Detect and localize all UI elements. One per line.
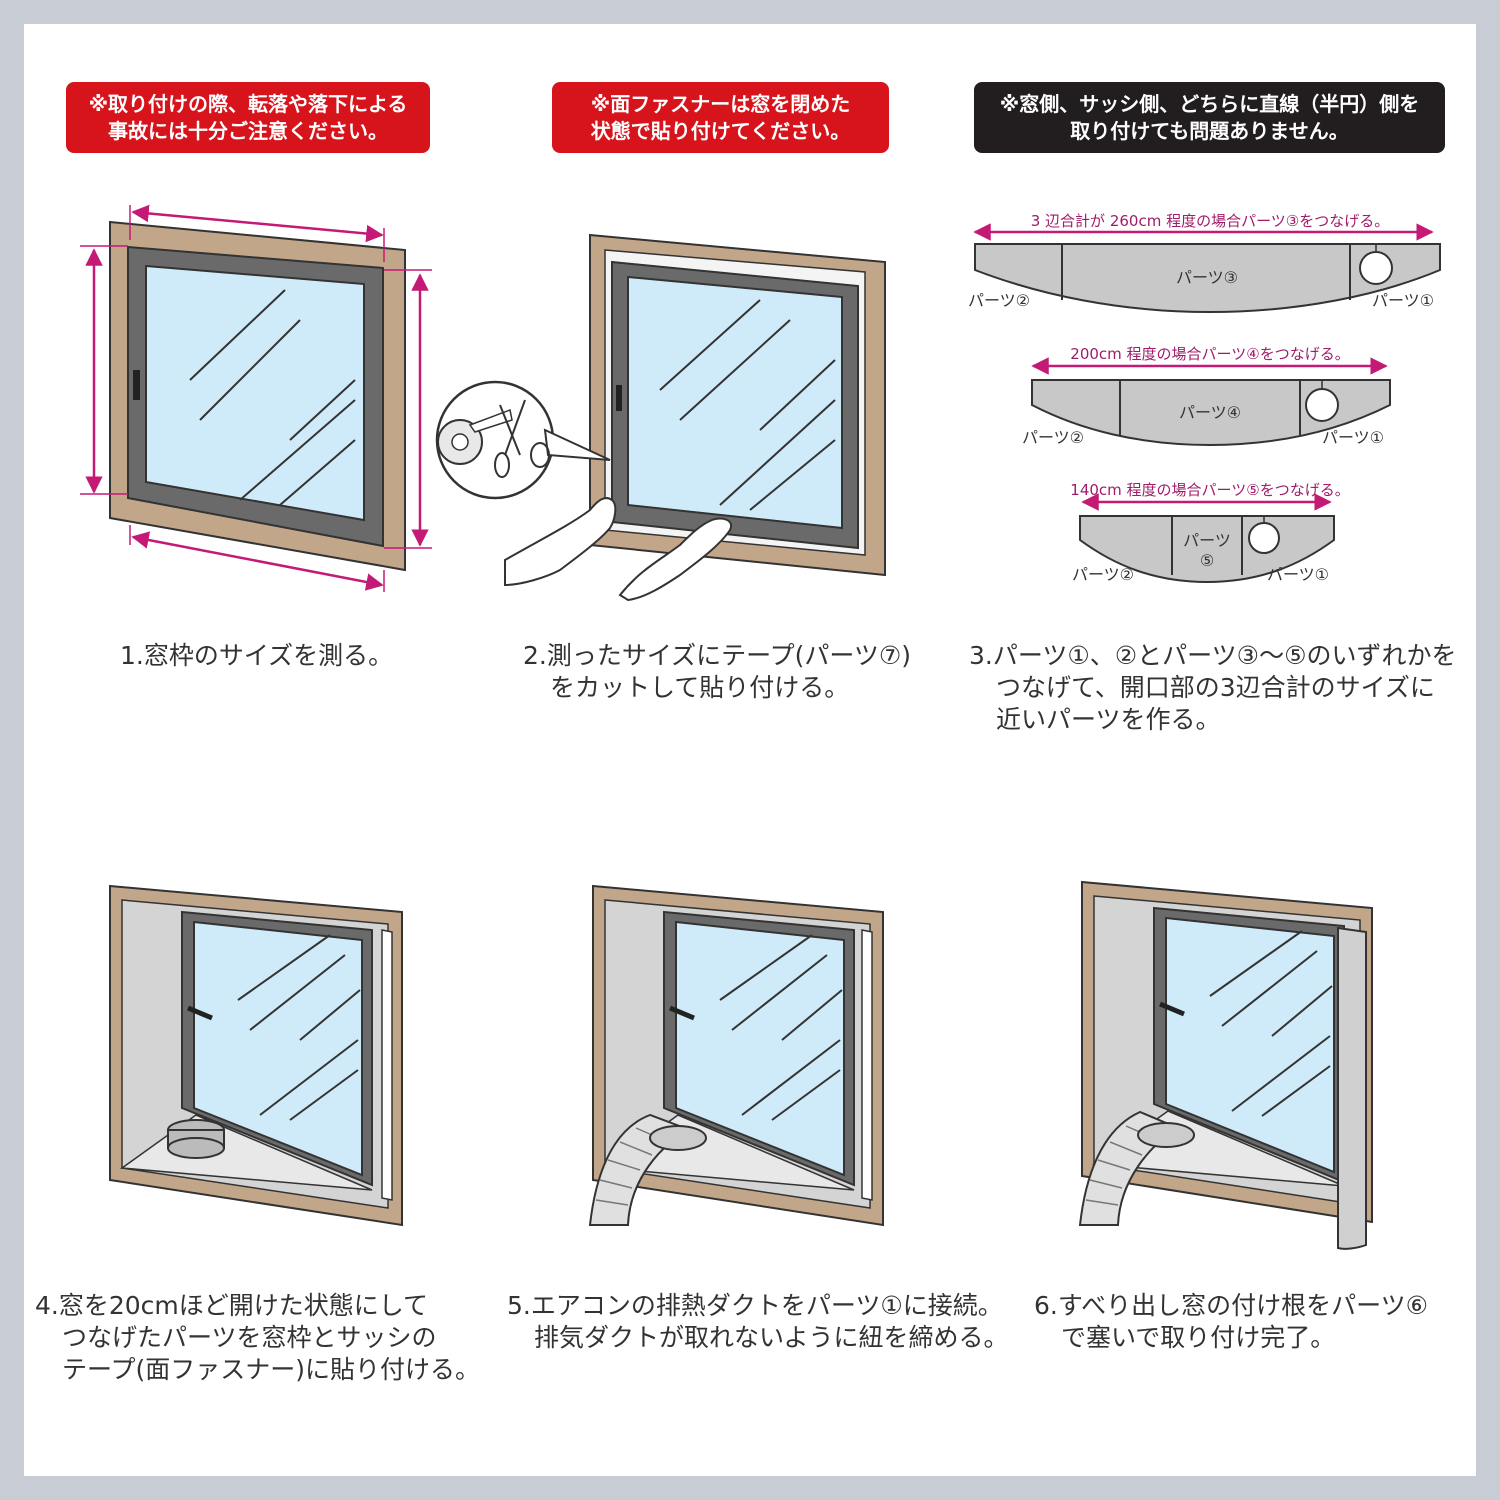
part-row2-caption: 200cm 程度の場合パーツ④をつなげる。 — [1070, 345, 1349, 363]
part-row3-center-line1: パーツ — [1183, 531, 1231, 550]
step-line: テープ(面ファスナー)に貼り付ける。 — [35, 1354, 480, 1386]
step-line: 近いパーツを作る。 — [969, 704, 1457, 736]
step-line: 6.すべり出し窓の付け根をパーツ⑥ — [1034, 1290, 1428, 1322]
step-line: 3.パーツ①、②とパーツ③～⑤のいずれかを — [969, 640, 1457, 672]
step-line: 排気ダクトが取れないように紐を締める。 — [507, 1322, 1009, 1354]
part-row3-right: パーツ① — [1267, 565, 1329, 584]
part-row3-center-line2: ⑤ — [1200, 551, 1214, 570]
window-measure-illustration — [80, 205, 432, 592]
step-line: 2.測ったサイズにテープ(パーツ⑦) — [523, 640, 911, 672]
parts-diagram: 3 辺合計が 260cm 程度の場合パーツ③をつなげる。 パーツ③ パーツ② パ… — [968, 212, 1440, 584]
step-4-caption: 4.窓を20cmほど開けた状態にして つなげたパーツを窓枠とサッシの テープ(面… — [35, 1290, 480, 1386]
installation-complete-illustration — [1080, 882, 1372, 1249]
step-5-caption: 5.エアコンの排熱ダクトをパーツ①に接続。 排気ダクトが取れないように紐を締める… — [507, 1290, 1009, 1354]
step-line: 4.窓を20cmほど開けた状態にして — [35, 1290, 480, 1322]
step-line: で塞いで取り付け完了。 — [1034, 1322, 1428, 1354]
part-row1-right: パーツ① — [1372, 291, 1434, 310]
part-row1-center: パーツ③ — [1176, 268, 1238, 287]
part-row3-caption: 140cm 程度の場合パーツ⑤をつなげる。 — [1070, 481, 1349, 499]
part-row2-center: パーツ④ — [1179, 403, 1241, 422]
part-row2-left: パーツ② — [1022, 428, 1084, 447]
part-row3-left: パーツ② — [1072, 565, 1134, 584]
step-1-caption: 1.窓枠のサイズを測る。 — [120, 640, 393, 672]
step-line: つなげたパーツを窓枠とサッシの — [35, 1322, 480, 1354]
part-row1-caption: 3 辺合計が 260cm 程度の場合パーツ③をつなげる。 — [1031, 212, 1390, 230]
tape-apply-illustration — [437, 235, 885, 600]
step-line: 1.窓枠のサイズを測る。 — [120, 640, 393, 672]
part-row1-left: パーツ② — [968, 291, 1030, 310]
part-row2-right: パーツ① — [1322, 428, 1384, 447]
duct-connect-illustration — [590, 886, 883, 1225]
step-6-caption: 6.すべり出し窓の付け根をパーツ⑥ で塞いで取り付け完了。 — [1034, 1290, 1428, 1354]
step-2-caption: 2.測ったサイズにテープ(パーツ⑦) をカットして貼り付ける。 — [523, 640, 911, 704]
step-line: 5.エアコンの排熱ダクトをパーツ①に接続。 — [507, 1290, 1009, 1322]
step-line: をカットして貼り付ける。 — [523, 672, 911, 704]
window-open-parts-illustration — [110, 886, 402, 1225]
step-3-caption: 3.パーツ①、②とパーツ③～⑤のいずれかを つなげて、開口部の3辺合計のサイズに… — [969, 640, 1457, 736]
step-line: つなげて、開口部の3辺合計のサイズに — [969, 672, 1457, 704]
